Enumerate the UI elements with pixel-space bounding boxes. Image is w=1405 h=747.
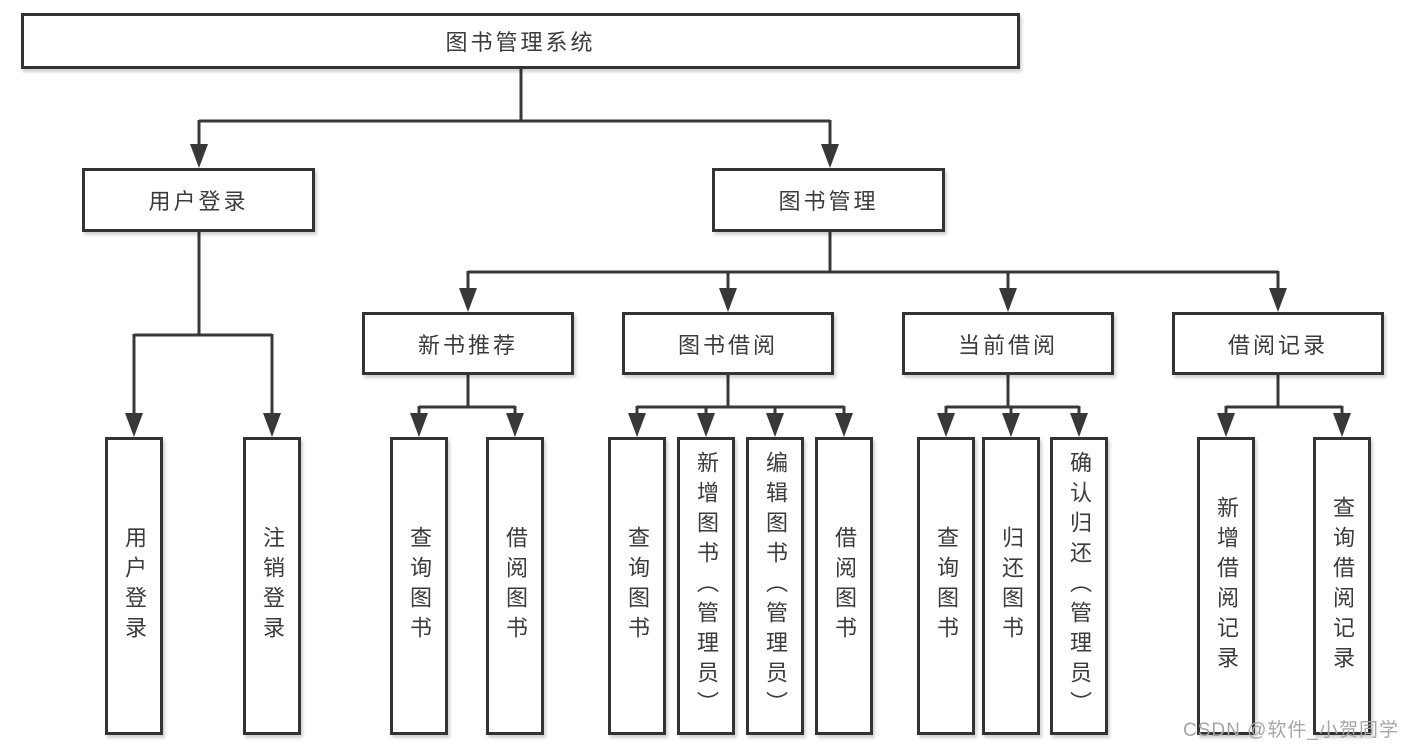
node-user-login-label: 用户登录 xyxy=(148,189,249,214)
leaf-user-login-label: 用户登录 xyxy=(122,526,147,646)
leaf-borrow-books-borrowing-label: 借阅图书 xyxy=(832,526,857,646)
leaf-query-books-borrowing-label: 查询图书 xyxy=(625,526,650,646)
leaf-add-book-admin: 新增图书（管理员） xyxy=(677,437,735,735)
leaf-borrow-books-recommend-label: 借阅图书 xyxy=(503,526,528,646)
node-current-borrowing-label: 当前借阅 xyxy=(957,332,1058,358)
leaf-query-borrow-record: 查询借阅记录 xyxy=(1313,437,1371,735)
leaf-query-books-recommend: 查询图书 xyxy=(390,437,448,735)
node-user-login: 用户登录 xyxy=(82,168,315,232)
node-borrowing-records: 借阅记录 xyxy=(1172,312,1384,375)
leaf-borrow-books-borrowing: 借阅图书 xyxy=(815,437,873,735)
leaf-query-books-current-label: 查询图书 xyxy=(934,526,959,646)
leaf-logout-label: 注销登录 xyxy=(260,526,285,646)
leaf-query-books-current: 查询图书 xyxy=(917,437,975,735)
csdn-watermark: CSDN @软件_小贺同学 xyxy=(1183,720,1399,741)
node-current-borrowing: 当前借阅 xyxy=(902,312,1114,375)
leaf-query-books-recommend-label: 查询图书 xyxy=(407,526,432,646)
node-new-book-recommend-label: 新书推荐 xyxy=(417,332,518,358)
leaf-return-book: 归还图书 xyxy=(982,437,1040,735)
leaf-add-book-admin-label: 新增图书（管理员） xyxy=(694,451,719,721)
leaf-add-borrow-record-label: 新增借阅记录 xyxy=(1214,496,1239,676)
leaf-confirm-return-admin-label: 确认归还（管理员） xyxy=(1067,451,1092,721)
leaf-user-login: 用户登录 xyxy=(105,437,163,735)
node-borrowing-records-label: 借阅记录 xyxy=(1227,332,1328,358)
leaf-query-books-borrowing: 查询图书 xyxy=(608,437,666,735)
leaf-borrow-books-recommend: 借阅图书 xyxy=(486,437,544,735)
node-book-management-label: 图书管理 xyxy=(778,189,879,214)
node-root-label: 图书管理系统 xyxy=(445,30,596,55)
leaf-edit-book-admin-label: 编辑图书（管理员） xyxy=(763,451,788,721)
leaf-logout: 注销登录 xyxy=(243,437,301,735)
leaf-confirm-return-admin: 确认归还（管理员） xyxy=(1050,437,1108,735)
arrowheads xyxy=(125,144,1351,437)
leaf-return-book-label: 归还图书 xyxy=(999,526,1024,646)
node-book-management: 图书管理 xyxy=(712,168,945,232)
leaf-query-borrow-record-label: 查询借阅记录 xyxy=(1330,496,1355,676)
leaf-add-borrow-record: 新增借阅记录 xyxy=(1197,437,1255,735)
leaf-edit-book-admin: 编辑图书（管理员） xyxy=(746,437,804,735)
node-book-borrowing: 图书借阅 xyxy=(622,312,834,375)
node-root: 图书管理系统 xyxy=(21,13,1020,69)
node-book-borrowing-label: 图书借阅 xyxy=(677,332,778,358)
node-new-book-recommend: 新书推荐 xyxy=(362,312,574,375)
